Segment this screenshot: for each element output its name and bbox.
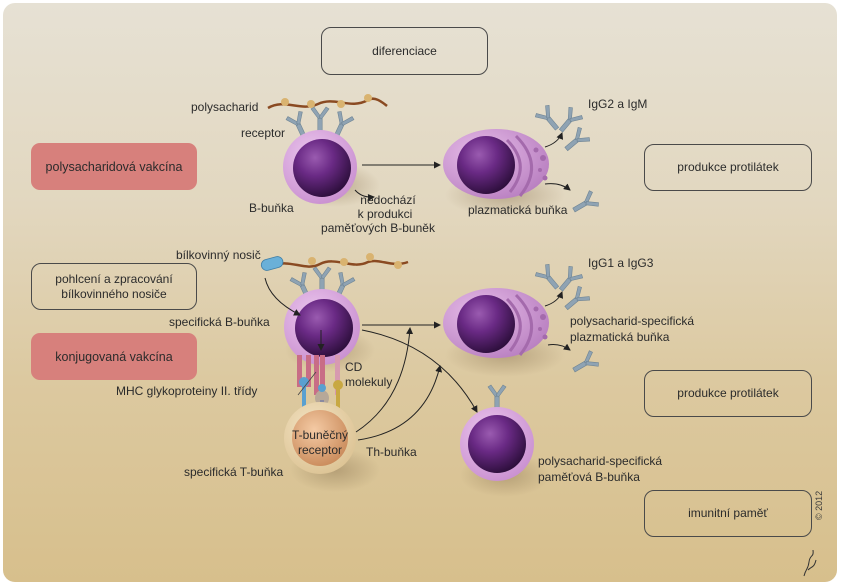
signature-icon (803, 549, 817, 577)
t-cell-receptor-label: T-buněčný receptor (291, 428, 349, 457)
differentiation-box: diferenciace (321, 27, 488, 75)
igg2-igm-label: IgG2 a IgM (588, 97, 648, 111)
no-memory-label: nedochází k produkci paměťových B-buněk (321, 193, 435, 235)
mhc-label: MHC glykoproteiny II. třídy (116, 384, 258, 398)
plasma-cell-bottom (443, 288, 565, 377)
copyright-label: © 2012 (814, 490, 824, 520)
cell-nucleus (293, 139, 351, 197)
receptor-icon (310, 106, 330, 133)
specific-b-cell (284, 266, 375, 372)
cd-molecules-label: CD molekuly (345, 360, 393, 389)
polysaccharide-chain-top (267, 94, 388, 110)
immune-memory-box: imunitní paměť (644, 490, 812, 537)
specific-plasma-cell-label: polysacharid-specifická plazmatická buňk… (570, 314, 695, 344)
diagram-background (3, 3, 837, 582)
memory-b-cell-label: polysacharid-specifická paměťová B-buňka (538, 454, 663, 484)
conjugate-vaccine-label: konjugovaná vakcína (31, 333, 197, 380)
memory-b-cell (460, 384, 550, 497)
specific-t-cell-label: specifická T-buňka (184, 465, 284, 479)
igg1-igg3-label: IgG1 a IgG3 (588, 256, 654, 270)
arrow-th-help-1 (355, 327, 414, 433)
arrow-no-memory (354, 189, 375, 201)
polysaccharide-chain-bottom (272, 253, 409, 269)
plasma-cell-label: plazmatická buňka (468, 203, 568, 217)
arrow-to-memory-cell (361, 329, 478, 413)
polysaccharide-label: polysacharid (191, 100, 259, 114)
antibody-production-box-bottom: produkce protilátek (644, 370, 812, 417)
plasma-cell-top (443, 129, 565, 217)
th-cell-label: Th-buňka (366, 445, 417, 459)
carrier-processing-box: pohlcení a zpracování bílkovinného nosič… (31, 263, 197, 310)
receptor-label: receptor (241, 126, 286, 140)
arrow-th-help-2 (357, 365, 443, 441)
specific-b-cell-label: specifická B-buňka (169, 315, 270, 329)
protein-carrier-icon (260, 256, 284, 271)
b-cell-top (283, 106, 380, 207)
polysaccharide-vaccine-label: polysacharidová vakcína (31, 143, 197, 190)
antibody-production-box-top: produkce protilátek (644, 144, 812, 191)
protein-carrier-label: bílkovinný nosič (176, 248, 261, 262)
specific-t-cell (284, 402, 380, 492)
b-cell-label: B-buňka (249, 201, 294, 215)
